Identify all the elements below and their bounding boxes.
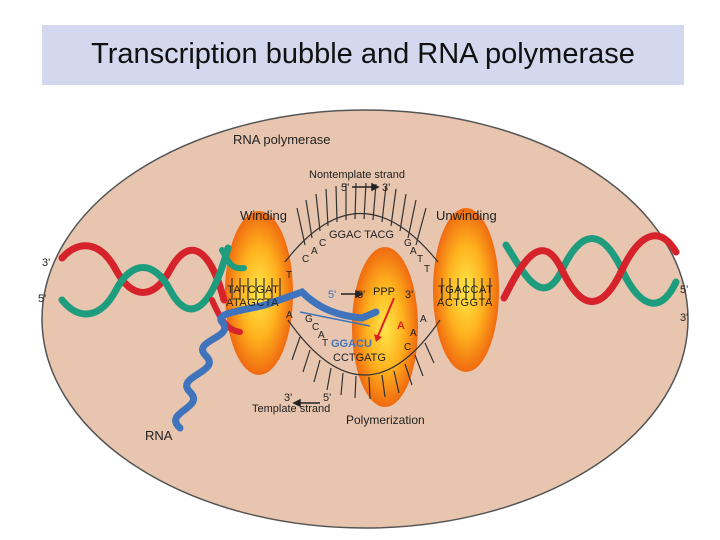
left-upper-sequence: TATCGAT: [227, 284, 279, 296]
svg-text:T: T: [286, 270, 292, 281]
svg-text:A: A: [311, 246, 318, 257]
polymerization-label: Polymerization: [346, 413, 425, 427]
nontemplate-strand-label: Nontemplate strand: [309, 169, 405, 181]
unwinding-base-pairs: [441, 278, 491, 300]
incoming-nucleotide: A: [397, 320, 405, 332]
nontemplate-3-label: 3': [382, 182, 390, 194]
right-lower-sequence: ACTGGTA: [437, 297, 493, 309]
slide-title: Transcription bubble and RNA polymerase: [91, 38, 635, 70]
left-lower-sequence: ATAGCTA: [226, 297, 279, 309]
left-bottom-end-label: 5': [38, 293, 46, 305]
svg-text:C: C: [312, 322, 319, 333]
svg-text:A: A: [410, 328, 417, 339]
rna-3-label: 3': [357, 289, 365, 301]
rna-base-sequence: GGACU: [331, 338, 372, 350]
svg-text:A: A: [420, 314, 427, 325]
svg-text:C: C: [404, 342, 411, 353]
right-upper-sequence: TGACCAT: [438, 284, 493, 296]
incoming-nucleotide-arrow: [377, 297, 395, 337]
rna-thin-line: [299, 311, 371, 327]
svg-text:G: G: [305, 314, 313, 325]
nontemplate-strand: [284, 182, 439, 263]
polymerization-zone: [352, 247, 418, 407]
left-top-end-label: 3': [42, 257, 50, 269]
rna-polymerase-label: RNA polymerase: [233, 132, 331, 147]
template-3-label: 3': [284, 392, 292, 404]
unwinding-label: Unwinding: [436, 208, 497, 223]
right-dna-helix: [500, 232, 680, 307]
svg-text:T: T: [322, 338, 328, 349]
winding-base-pairs: [231, 278, 281, 300]
title-box: Transcription bubble and RNA polymerase: [42, 25, 684, 85]
rna-5-label: 5': [328, 289, 336, 301]
direction-arrows: [292, 182, 380, 408]
svg-text:A: A: [286, 310, 293, 321]
rna-label: RNA: [145, 428, 173, 443]
template-bottom-sequence: CCTGATG: [333, 352, 386, 364]
left-dna-helix: [58, 242, 232, 318]
template-5-label: 5': [323, 392, 331, 404]
svg-text:A: A: [318, 330, 325, 341]
svg-text:C: C: [319, 238, 326, 249]
ppp-label: PPP: [373, 286, 395, 298]
winding-label: Winding: [240, 208, 287, 223]
svg-text:C: C: [302, 254, 309, 265]
svg-text:A: A: [410, 246, 417, 257]
svg-text:G: G: [404, 238, 412, 249]
right-bottom-end-label: 3': [680, 312, 688, 324]
rna-3-tip-label: 3': [405, 289, 413, 301]
nontemplate-top-sequence: GGAC TACG: [329, 229, 394, 241]
right-top-end-label: 5': [680, 284, 688, 296]
template-strand: [287, 319, 441, 400]
nontemplate-5-label: 5': [341, 182, 349, 194]
incoming-nucleotide-arrowhead: [374, 334, 382, 342]
template-strand-label: Template strand: [252, 403, 330, 415]
svg-text:T: T: [424, 264, 430, 275]
rna-transcript: [172, 287, 380, 432]
svg-text:T: T: [417, 254, 423, 265]
